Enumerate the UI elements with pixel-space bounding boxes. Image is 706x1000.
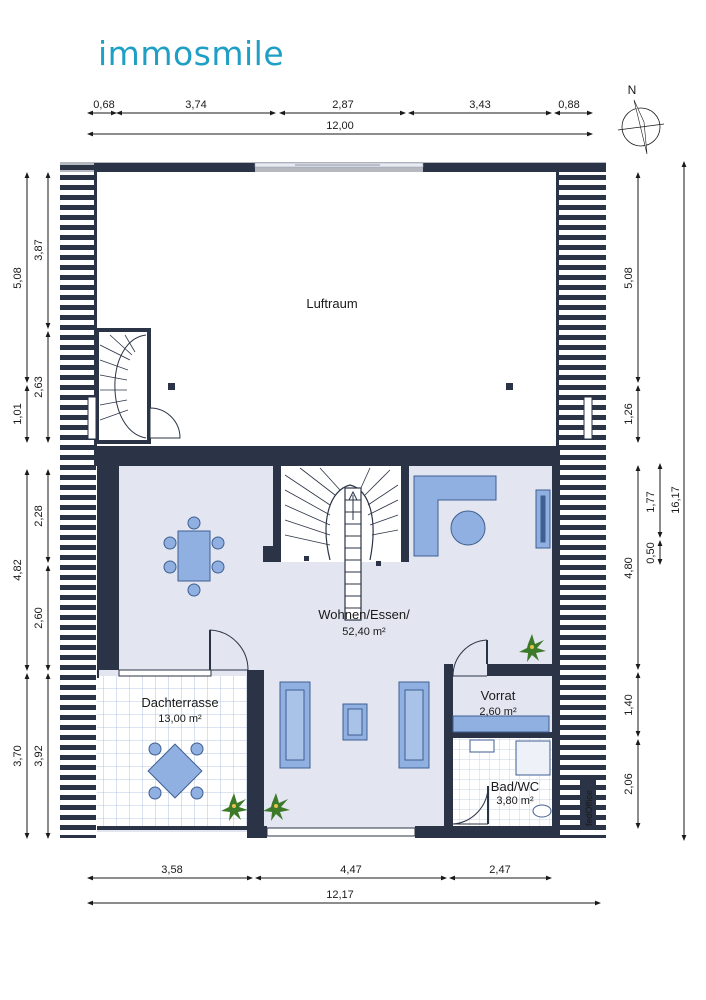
label-wohnen: Wohnen/Essen/ [318, 607, 410, 622]
dim-top-1: 3,74 [185, 99, 206, 111]
vorrat-shelf [452, 715, 550, 733]
dim-bottom-0: 3,58 [161, 864, 182, 876]
watermark: fedOffice [584, 790, 594, 826]
dim-left-outer-1: 1,01 [12, 403, 24, 424]
dim-top-4: 0,88 [558, 99, 579, 111]
dim-right-4: 2,06 [623, 773, 635, 794]
dim-left-inner-1: 2,63 [33, 376, 45, 397]
area-dachterrasse: 13,00 m² [158, 713, 202, 725]
dim-right-total: 16,17 [670, 486, 682, 514]
dim-right-small-0: 1,77 [645, 491, 657, 512]
brand-logo: immosmile [98, 34, 285, 73]
label-vorrat: Vorrat [481, 688, 516, 703]
dim-left-inner-0: 3,87 [33, 239, 45, 260]
sofa-corner [413, 475, 551, 557]
area-wohnen: 52,40 m² [342, 626, 386, 638]
dim-bottom-2: 2,47 [489, 864, 510, 876]
dim-right-1: 1,26 [623, 403, 635, 424]
dim-right-0: 5,08 [623, 267, 635, 288]
dim-top-2: 2,87 [332, 99, 353, 111]
roof-slope-left [60, 162, 96, 850]
dim-left-outer-2: 4,82 [12, 559, 24, 580]
area-vorrat: 2,60 m² [479, 706, 517, 718]
compass-icon: N [617, 83, 665, 155]
label-dachterrasse: Dachterrasse [141, 695, 218, 710]
luftraum-area [97, 172, 556, 446]
area-bad: 3,80 m² [496, 795, 534, 807]
roof-slope-right [556, 162, 606, 850]
dim-top-3: 3,43 [469, 99, 490, 111]
dim-left-inner-2: 2,28 [33, 505, 45, 526]
dim-bottom-total: 12,17 [326, 889, 354, 901]
dim-left-inner-4: 3,92 [33, 745, 45, 766]
dining-table [163, 516, 225, 597]
dim-left-outer-3: 3,70 [12, 745, 24, 766]
compass-north: N [628, 83, 637, 97]
terrace-table [147, 742, 204, 800]
label-luftraum: Luftraum [306, 296, 357, 311]
lounge-sofas [279, 681, 430, 769]
label-bad: Bad/WC [491, 779, 539, 794]
dimension-labels: 0,68 3,74 2,87 3,43 0,88 12,00 3,58 4,47… [12, 99, 682, 901]
dim-bottom-1: 4,47 [340, 864, 361, 876]
dim-left-outer-0: 5,08 [12, 267, 24, 288]
dim-left-inner-3: 2,60 [33, 607, 45, 628]
bath-fixtures [469, 739, 552, 818]
dim-right-3: 1,40 [623, 694, 635, 715]
dim-right-2: 4,80 [623, 557, 635, 578]
dim-right-small-1: 0,50 [645, 542, 657, 563]
dim-top-0: 0,68 [93, 99, 114, 111]
dim-top-total: 12,00 [326, 120, 354, 132]
